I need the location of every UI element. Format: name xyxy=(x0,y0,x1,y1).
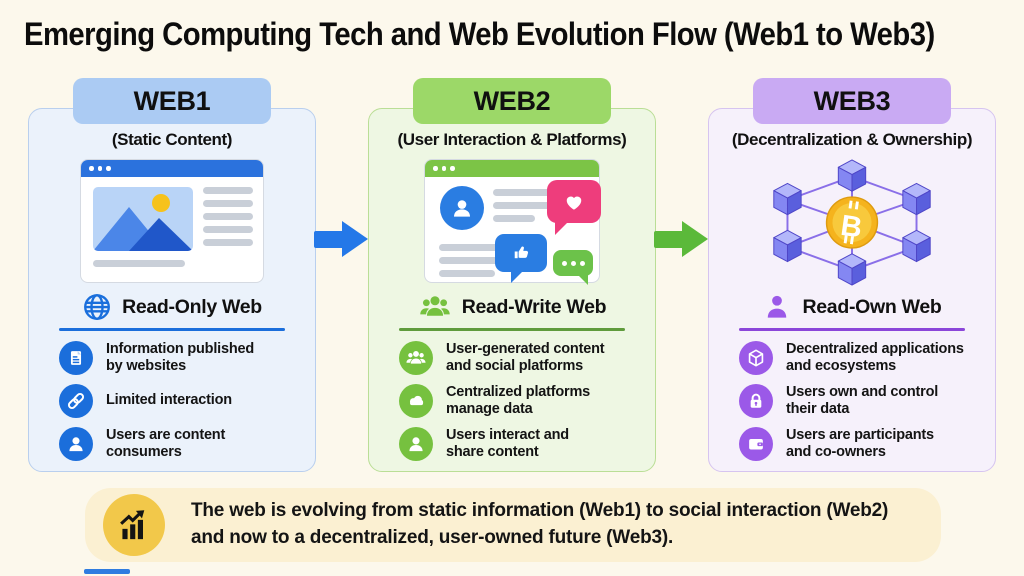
list-item: Users interact and share content xyxy=(399,426,655,462)
web2-subtitle: (User Interaction & Platforms) xyxy=(397,130,627,149)
text-line xyxy=(203,226,253,233)
web3-header: WEB3 xyxy=(753,78,951,124)
web1-header: WEB1 xyxy=(73,78,271,124)
text-line xyxy=(203,239,253,246)
web3-bullets: Decentralized applications and ecosystem… xyxy=(739,341,995,462)
user-icon xyxy=(59,426,93,461)
globe-icon xyxy=(84,294,110,320)
text-line xyxy=(203,213,253,220)
blockchain-network-icon: B xyxy=(773,159,931,286)
web2-era-label: Read-Write Web xyxy=(461,295,607,318)
list-item: Information published by websites xyxy=(59,341,315,375)
bullet-text: User-generated content and social platfo… xyxy=(446,340,605,374)
flow-arrow-right-icon xyxy=(654,221,708,257)
browser-window-icon xyxy=(80,159,264,283)
thumbs-up-bubble-icon xyxy=(495,234,547,283)
text-line xyxy=(439,257,513,264)
avatar xyxy=(440,186,484,230)
window-dot-icon xyxy=(441,166,446,171)
web1-divider xyxy=(59,328,285,331)
list-item: Users own and control their data xyxy=(739,384,995,418)
list-item: Decentralized applications and ecosystem… xyxy=(739,341,995,375)
text-line xyxy=(493,189,551,196)
window-dot-icon xyxy=(106,166,111,171)
lock-icon xyxy=(739,383,773,418)
web1-card: WEB1 (Static Content) xyxy=(28,78,316,472)
list-item: Users are participants and co-owners xyxy=(739,426,995,462)
summary-line: The web is evolving from static informat… xyxy=(191,500,889,522)
window-dot-icon xyxy=(450,166,455,171)
document-icon xyxy=(59,340,93,375)
text-line xyxy=(203,187,253,194)
web1-subtitle: (Static Content) xyxy=(111,130,233,149)
web2-header: WEB2 xyxy=(413,78,611,124)
page-title: Emerging Computing Tech and Web Evolutio… xyxy=(24,16,935,52)
bullet-text: Information published by websites xyxy=(106,340,255,374)
wallet-icon xyxy=(739,427,773,462)
text-line xyxy=(93,260,185,267)
web1-era-row: Read-Only Web xyxy=(29,290,315,324)
bullet-text: Users interact and share content xyxy=(446,426,569,461)
window-dot-icon xyxy=(433,166,438,171)
chat-dots-bubble-icon xyxy=(553,250,593,285)
window-dot-icon xyxy=(97,166,102,171)
svg-text:B: B xyxy=(839,209,865,245)
list-item: User-generated content and social platfo… xyxy=(399,341,655,375)
web3-subtitle: (Decentralization & Ownership) xyxy=(731,130,973,149)
growth-chart-icon xyxy=(103,494,165,556)
web3-divider xyxy=(739,328,965,331)
list-item: Centralized platforms manage data xyxy=(399,384,655,418)
web1-era-label: Read-Only Web xyxy=(122,295,262,318)
browser-titlebar xyxy=(81,160,263,177)
people-group-icon xyxy=(399,340,433,375)
person-icon xyxy=(768,295,787,318)
bullet-text: Decentralized applications and ecosystem… xyxy=(786,340,964,374)
people-group-icon xyxy=(419,296,450,316)
web1-bullets: Information published by websites Limite… xyxy=(59,341,315,461)
browser-titlebar xyxy=(425,160,599,177)
bullet-text: Users are content consumers xyxy=(106,426,226,460)
web2-illustration xyxy=(369,156,655,288)
bitcoin-coin-icon: B xyxy=(825,196,879,249)
web1-illustration xyxy=(29,156,315,288)
text-line xyxy=(493,215,535,222)
text-line xyxy=(493,202,551,209)
list-item: Limited interaction xyxy=(59,383,315,418)
window-dot-icon xyxy=(89,166,94,171)
flow-arrow-right-icon xyxy=(314,221,368,257)
web3-card: WEB3 (Decentralization & Ownership) xyxy=(708,78,996,472)
web2-card: WEB2 (User Interaction & Platforms) xyxy=(368,78,656,472)
link-icon xyxy=(59,383,93,418)
bullet-text: Centralized platforms manage data xyxy=(446,383,591,417)
heart-like-bubble-icon xyxy=(547,180,601,235)
summary-banner: The web is evolving from static informat… xyxy=(85,488,941,562)
summary-text: The web is evolving from static informat… xyxy=(191,498,888,552)
bottom-accent-dash xyxy=(84,569,130,574)
cloud-icon xyxy=(399,383,433,418)
user-icon xyxy=(399,427,433,462)
web3-era-row: Read-Own Web xyxy=(709,290,995,324)
summary-line: and now to a decentralized, user-owned f… xyxy=(191,527,674,548)
list-item: Users are content consumers xyxy=(59,427,315,461)
web2-divider xyxy=(399,328,625,331)
web2-bullets: User-generated content and social platfo… xyxy=(399,341,655,462)
web3-illustration: B xyxy=(709,156,995,288)
mountain-image-icon xyxy=(93,187,193,251)
package-icon xyxy=(739,340,773,375)
text-line xyxy=(439,244,513,251)
text-line xyxy=(439,270,495,277)
web3-era-label: Read-Own Web xyxy=(802,295,942,318)
web2-era-row: Read-Write Web xyxy=(369,290,655,324)
text-line xyxy=(203,200,253,207)
bullet-text: Users own and control their data xyxy=(786,383,939,417)
bullet-text: Users are participants and co-owners xyxy=(786,426,934,461)
bullet-text: Limited interaction xyxy=(106,392,232,409)
